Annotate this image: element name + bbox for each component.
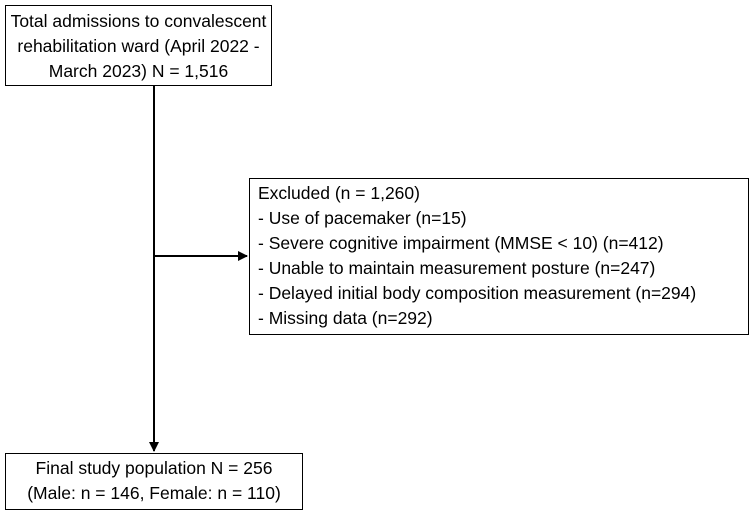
excluded-item-delayed-measurement: - Delayed initial body composition measu… [258, 283, 697, 303]
excluded-item-pacemaker: - Use of pacemaker (n=15) [258, 208, 467, 228]
final-population-line-2: (Male: n = 146, Female: n = 110) [27, 483, 281, 503]
excluded-box: Excluded (n = 1,260) - Use of pacemaker … [249, 178, 749, 335]
total-admissions-line-1: Total admissions to convalescent [10, 11, 267, 31]
excluded-item-measurement-posture: - Unable to maintain measurement posture… [258, 258, 656, 278]
final-population-box: Final study population N = 256 (Male: n … [5, 453, 303, 510]
total-admissions-box: Total admissions to convalescent rehabil… [5, 5, 272, 86]
total-admissions-line-3: March 2023) N = 1,516 [48, 61, 229, 81]
total-admissions-line-2: rehabilitation ward (April 2022 - [17, 36, 260, 56]
excluded-title: Excluded (n = 1,260) [258, 183, 420, 203]
excluded-item-missing-data: - Missing data (n=292) [258, 308, 433, 328]
final-population-line-1: Final study population N = 256 [35, 458, 273, 478]
excluded-item-cognitive-impairment: - Severe cognitive impairment (MMSE < 10… [258, 233, 664, 253]
